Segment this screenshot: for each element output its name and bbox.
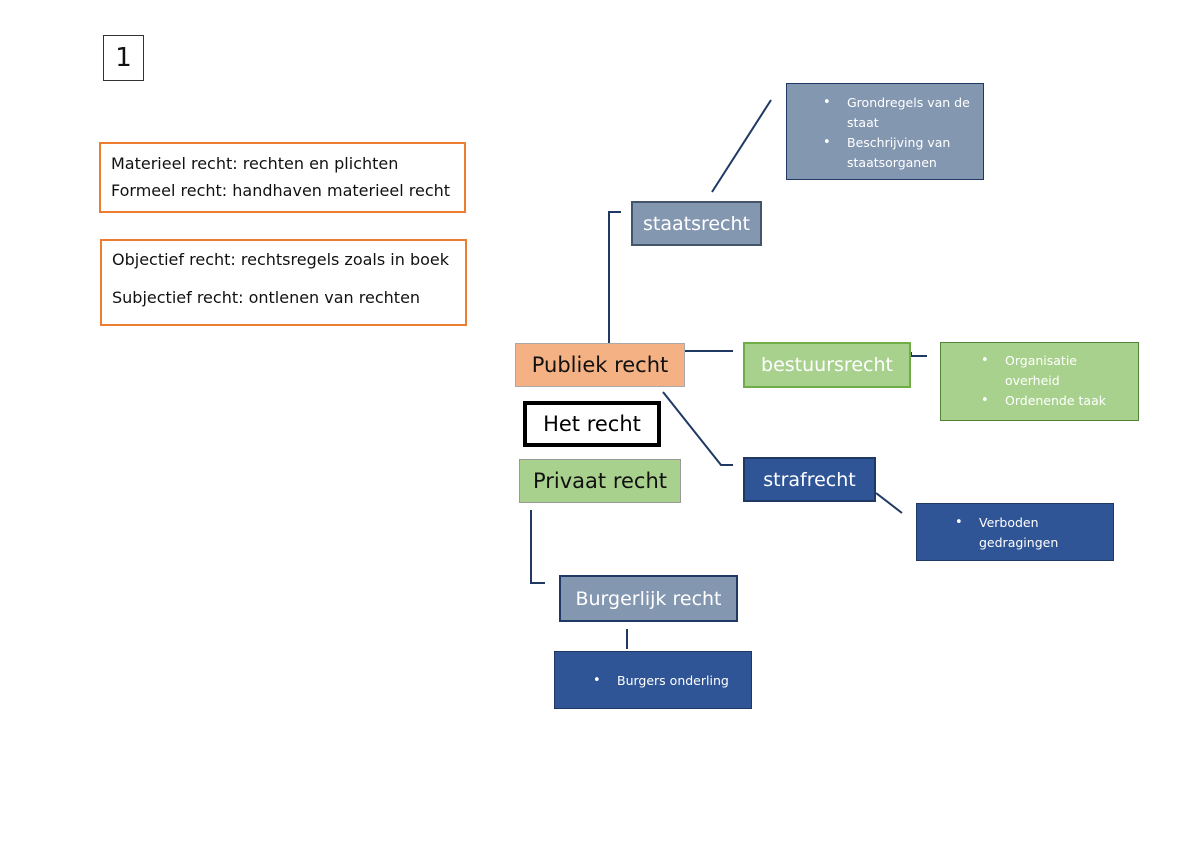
- connector-privaat-burgerlijk: [530, 510, 545, 584]
- details-staatsrecht: Grondregels van de staat Beschrijving va…: [786, 83, 984, 180]
- node-publiek-recht: Publiek recht: [515, 343, 685, 387]
- bullet-item: Organisatie overheid: [981, 351, 1130, 391]
- connector-publiek-staatsrecht: [608, 211, 621, 343]
- note-line: Subjectief recht: ontlenen van rechten: [112, 288, 421, 307]
- note-line: Objectief recht: rechtsregels zoals in b…: [112, 250, 450, 269]
- node-burgerlijk-recht: Burgerlijk recht: [559, 575, 738, 622]
- details-bestuursrecht: Organisatie overheid Ordenende taak: [940, 342, 1139, 421]
- details-strafrecht: Verboden gedragingen: [916, 503, 1114, 561]
- bullet-item: Verboden gedragingen: [955, 513, 1105, 553]
- note-objectief-subjectief: Objectief recht: rechtsregels zoals in b…: [100, 239, 467, 326]
- bullet-item: Beschrijving van staatsorganen: [823, 133, 975, 173]
- connector-staatsrecht-details: [711, 99, 772, 193]
- node-bestuursrecht: bestuursrecht: [743, 342, 911, 388]
- connector-bestuursrecht-details: [910, 352, 927, 357]
- bullet-item: Burgers onderling: [593, 671, 743, 691]
- note-line: Materieel recht: rechten en plichten: [111, 154, 399, 173]
- node-staatsrecht: staatsrecht: [631, 201, 762, 246]
- node-het-recht: Het recht: [523, 401, 661, 447]
- connector-strafrecht-details: [875, 492, 903, 514]
- bullet-item: Ordenende taak: [981, 391, 1130, 411]
- note-materieel-formeel: Materieel recht: rechten en plichten For…: [99, 142, 466, 213]
- page-number: 1: [103, 35, 144, 81]
- details-burgerlijk-recht: Burgers onderling: [554, 651, 752, 709]
- connector-publiek-strafrecht: [662, 391, 733, 466]
- bullet-item: Grondregels van de staat: [823, 93, 975, 133]
- node-strafrecht: strafrecht: [743, 457, 876, 502]
- note-line: Formeel recht: handhaven materieel recht: [111, 181, 451, 200]
- node-privaat-recht: Privaat recht: [519, 459, 681, 503]
